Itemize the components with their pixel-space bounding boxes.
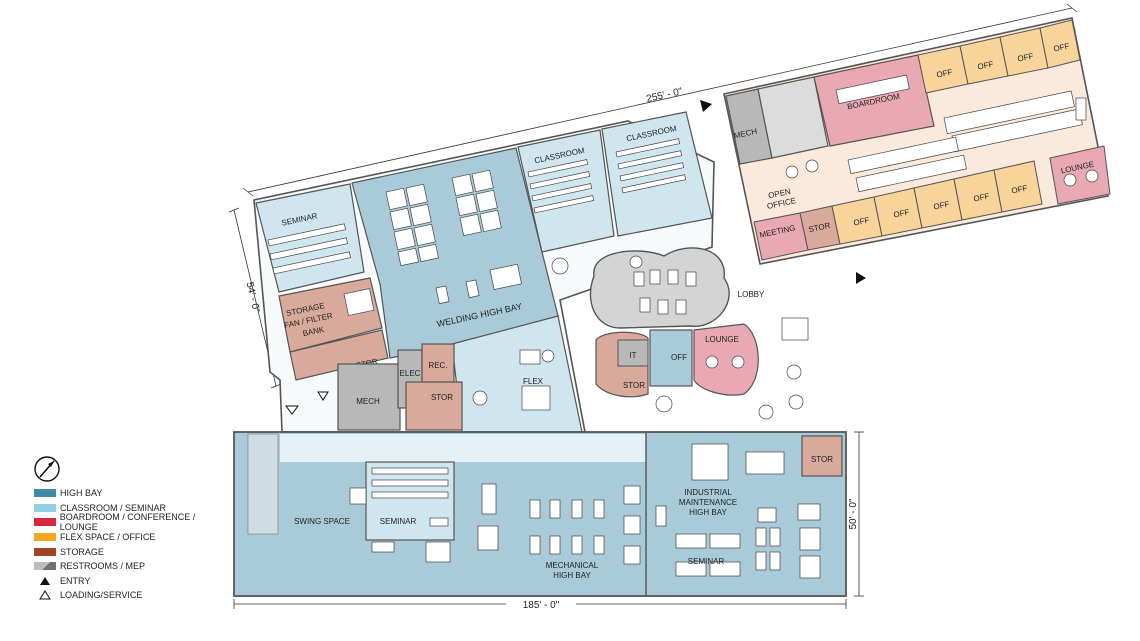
restroom-fixtures	[633, 269, 697, 315]
label-off-n4: OFF	[1053, 41, 1071, 53]
label-seminar-south: SEMINAR	[380, 517, 417, 526]
filled-triangle-icon	[40, 576, 50, 585]
label-seminar-se: SEMINAR	[688, 557, 725, 566]
room-it	[617, 339, 649, 367]
industrial-high-bay-furniture	[655, 443, 821, 579]
office-north-3	[999, 27, 1049, 77]
legend-item-classroom: CLASSROOM / SEMINAR	[34, 501, 234, 516]
entry-marker-north	[700, 100, 712, 112]
seminar-south-desks	[371, 467, 449, 527]
legend-label: LOADING/SERVICE	[60, 590, 143, 601]
room-seminar-nw	[255, 183, 365, 293]
entry-marker-east	[856, 272, 866, 284]
room-seminar-south	[365, 461, 455, 541]
label-off-core: OFF	[671, 353, 687, 362]
label-off-s3: OFF	[933, 199, 951, 211]
label-mech-west: MECH	[356, 397, 380, 406]
legend-label: HIGH BAY	[60, 488, 103, 499]
label-off-n1: OFF	[936, 67, 954, 79]
legend-swatch-classroom	[34, 503, 56, 512]
label-stor-core: STOR	[623, 381, 645, 390]
lobby-furniture	[551, 255, 809, 420]
legend-label: STORAGE	[60, 546, 104, 557]
legend-item-loading: LOADING/SERVICE	[34, 588, 234, 603]
room-lounge-east	[1049, 145, 1111, 205]
lobby-core: IT STOR OFF LOUNGE LOBBY	[551, 247, 809, 420]
north-arrow-icon	[34, 456, 60, 482]
room-off-core	[649, 329, 693, 387]
legend-item-flex: FLEX SPACE / OFFICE	[34, 530, 234, 545]
label-it: IT	[629, 351, 636, 360]
label-off-n3: OFF	[1017, 51, 1035, 63]
office-south-5	[993, 160, 1043, 213]
room-classroom-2	[601, 111, 713, 237]
label-flex: FLEX	[523, 377, 544, 386]
label-mechanical: MECHANICAL	[546, 561, 599, 570]
legend-swatch-flex	[34, 533, 56, 542]
classroom-1-desks	[527, 159, 595, 214]
classroom-2-desks	[615, 138, 687, 194]
label-swing-space: SWING SPACE	[294, 517, 350, 526]
legend-swatch-boardroom	[34, 518, 56, 527]
room-stor-se	[801, 435, 843, 477]
south-block: SWING SPACE SEMINAR MECHA	[233, 431, 847, 597]
loading-marker-south	[285, 405, 299, 415]
label-stor-west: STOR	[431, 393, 453, 402]
legend-label: FLEX SPACE / OFFICE	[60, 532, 156, 543]
label-industrial-2: MAINTENANCE	[679, 498, 737, 507]
dimension-bottom: 185' - 0"	[523, 600, 560, 611]
room-lounge-core	[693, 323, 759, 396]
entry-markers	[285, 100, 866, 415]
legend-swatch-restrooms	[34, 562, 56, 571]
legend-label: CLASSROOM / SEMINAR	[60, 502, 167, 513]
label-off-s4: OFF	[973, 191, 991, 203]
northwest-wing: SEMINAR STORAGE FAN / FILTER BANK GAS ST…	[253, 111, 715, 433]
legend-item-boardroom: BOARDROOM / CONFERENCE / LOUNGE	[34, 512, 234, 533]
dimension-right: 50' - 0"	[848, 498, 859, 529]
restrooms-north	[757, 76, 829, 159]
legend-swatch-storage	[34, 547, 56, 556]
legend-item-storage: STORAGE	[34, 544, 234, 559]
label-off-s2: OFF	[893, 207, 911, 219]
label-off-s1: OFF	[853, 215, 871, 227]
room-stor-west	[405, 381, 463, 431]
label-mechanical-2: HIGH BAY	[553, 571, 591, 580]
legend: HIGH BAY CLASSROOM / SEMINAR BOARDROOM /…	[34, 486, 234, 603]
loading-marker-west	[317, 391, 329, 401]
label-industrial: INDUSTRIAL	[684, 488, 732, 497]
legend-item-high-bay: HIGH BAY	[34, 486, 234, 501]
room-gas-stor	[289, 329, 389, 381]
seminar-nw-desks	[267, 223, 351, 275]
label-off-s5: OFF	[1011, 183, 1029, 195]
label-off-n2: OFF	[977, 59, 995, 71]
open-office-workstations	[785, 90, 1087, 193]
legend-item-restrooms: RESTROOMS / MEP	[34, 559, 234, 574]
label-lounge-core: LOUNGE	[705, 335, 739, 344]
mechanical-high-bay-furniture	[349, 483, 641, 565]
restroom-core	[589, 247, 730, 329]
legend-label: ENTRY	[60, 575, 91, 586]
office-wing: MECH BOARDROOM OFF OFF OFF OFF OPEN OFFI…	[723, 17, 1111, 265]
room-rec	[421, 343, 455, 383]
dimension-left: 54' - 0"	[244, 281, 262, 314]
office-north-4	[1039, 19, 1081, 69]
corridor	[280, 434, 646, 462]
swing-hatch	[247, 433, 279, 535]
legend-label: BOARDROOM / CONFERENCE / LOUNGE	[59, 512, 196, 533]
legend-label: RESTROOMS / MEP	[60, 561, 146, 572]
label-industrial-3: HIGH BAY	[689, 508, 727, 517]
outline-triangle-icon	[39, 590, 51, 600]
legend-item-entry: ENTRY	[34, 574, 234, 589]
label-elec: ELEC	[400, 369, 421, 378]
dimension-top: 255' - 0"	[645, 86, 684, 105]
legend-swatch-high-bay	[34, 489, 56, 498]
welding-booths	[385, 169, 522, 305]
label-lobby: LOBBY	[738, 290, 765, 299]
label-rec: REC.	[428, 361, 447, 370]
flex-furniture	[472, 349, 555, 411]
label-stor-se: STOR	[811, 455, 833, 464]
